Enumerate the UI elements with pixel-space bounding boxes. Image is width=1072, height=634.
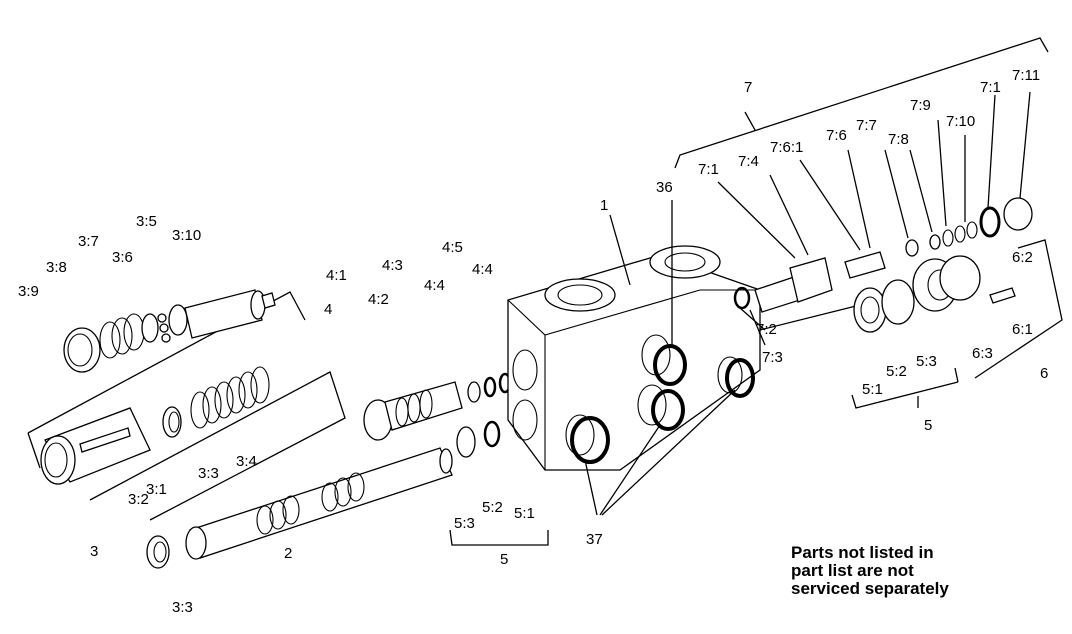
label-4-5: 4:5	[442, 239, 463, 256]
label-5-1-lower: 5:1	[514, 505, 535, 522]
label-4-4-left: 4:4	[424, 277, 445, 294]
label-7-9: 7:9	[910, 97, 931, 114]
part-labels: 3:9 3:8 3:7 3:6 3:5 3:10 3:1 3:2 3:3 3:4…	[18, 67, 1048, 616]
label-5-2-right: 5:2	[886, 363, 907, 380]
label-7-2: 7:2	[756, 321, 777, 338]
label-3-5: 3:5	[136, 213, 157, 230]
label-6-3: 6:3	[972, 345, 993, 362]
label-5-1-right: 5:1	[862, 381, 883, 398]
label-5-lower: 5	[500, 551, 508, 568]
label-7-10: 7:10	[946, 113, 975, 130]
label-7: 7	[744, 79, 752, 96]
label-3-4: 3:4	[236, 453, 257, 470]
label-4-2: 4:2	[368, 291, 389, 308]
group-4-parts	[363, 372, 549, 546]
label-3-9: 3:9	[18, 283, 39, 300]
label-3-10: 3:10	[172, 227, 201, 244]
label-7-1-right: 7:1	[980, 79, 1001, 96]
spool-2	[146, 447, 453, 569]
service-note: Parts not listed in part list are not se…	[791, 544, 1011, 598]
label-3-6: 3:6	[112, 249, 133, 266]
group-6-5-parts	[851, 239, 1063, 409]
label-2: 2	[284, 545, 292, 562]
group-3-parts	[27, 289, 346, 521]
label-7-6: 7:6	[826, 127, 847, 144]
group-7-parts	[674, 37, 1049, 346]
label-3-3-lower: 3:3	[172, 599, 193, 616]
label-6: 6	[1040, 365, 1048, 382]
label-5-right: 5	[924, 417, 932, 434]
label-5-3-right: 5:3	[916, 353, 937, 370]
label-3-8: 3:8	[46, 259, 67, 276]
label-7-8: 7:8	[888, 131, 909, 148]
label-37: 37	[586, 531, 603, 548]
note-line-3: serviced separately	[791, 579, 949, 598]
label-6-1: 6:1	[1012, 321, 1033, 338]
label-7-4: 7:4	[738, 153, 759, 170]
label-1: 1	[600, 197, 608, 214]
label-4-4-right: 4:4	[472, 261, 493, 278]
label-3-3-upper: 3:3	[198, 465, 219, 482]
label-3: 3	[90, 543, 98, 560]
label-5-2-lower: 5:2	[482, 499, 503, 516]
label-4-1: 4:1	[326, 267, 347, 284]
note-line-2: part list are not	[791, 561, 914, 580]
label-7-7: 7:7	[856, 117, 877, 134]
label-4-3: 4:3	[382, 257, 403, 274]
label-7-11: 7:11	[1012, 67, 1040, 84]
label-3-1: 3:1	[146, 481, 167, 498]
label-7-1-left: 7:1	[698, 161, 719, 178]
label-36: 36	[656, 179, 673, 196]
label-7-3: 7:3	[762, 349, 783, 366]
label-3-7: 3:7	[78, 233, 99, 250]
valve-body-1	[507, 200, 761, 516]
label-6-2: 6:2	[1012, 249, 1033, 266]
note-line-1: Parts not listed in	[791, 543, 934, 562]
label-3-2: 3:2	[128, 491, 149, 508]
label-7-6-1: 7:6:1	[770, 139, 803, 156]
label-4: 4	[324, 301, 332, 318]
label-5-3-lower: 5:3	[454, 515, 475, 532]
